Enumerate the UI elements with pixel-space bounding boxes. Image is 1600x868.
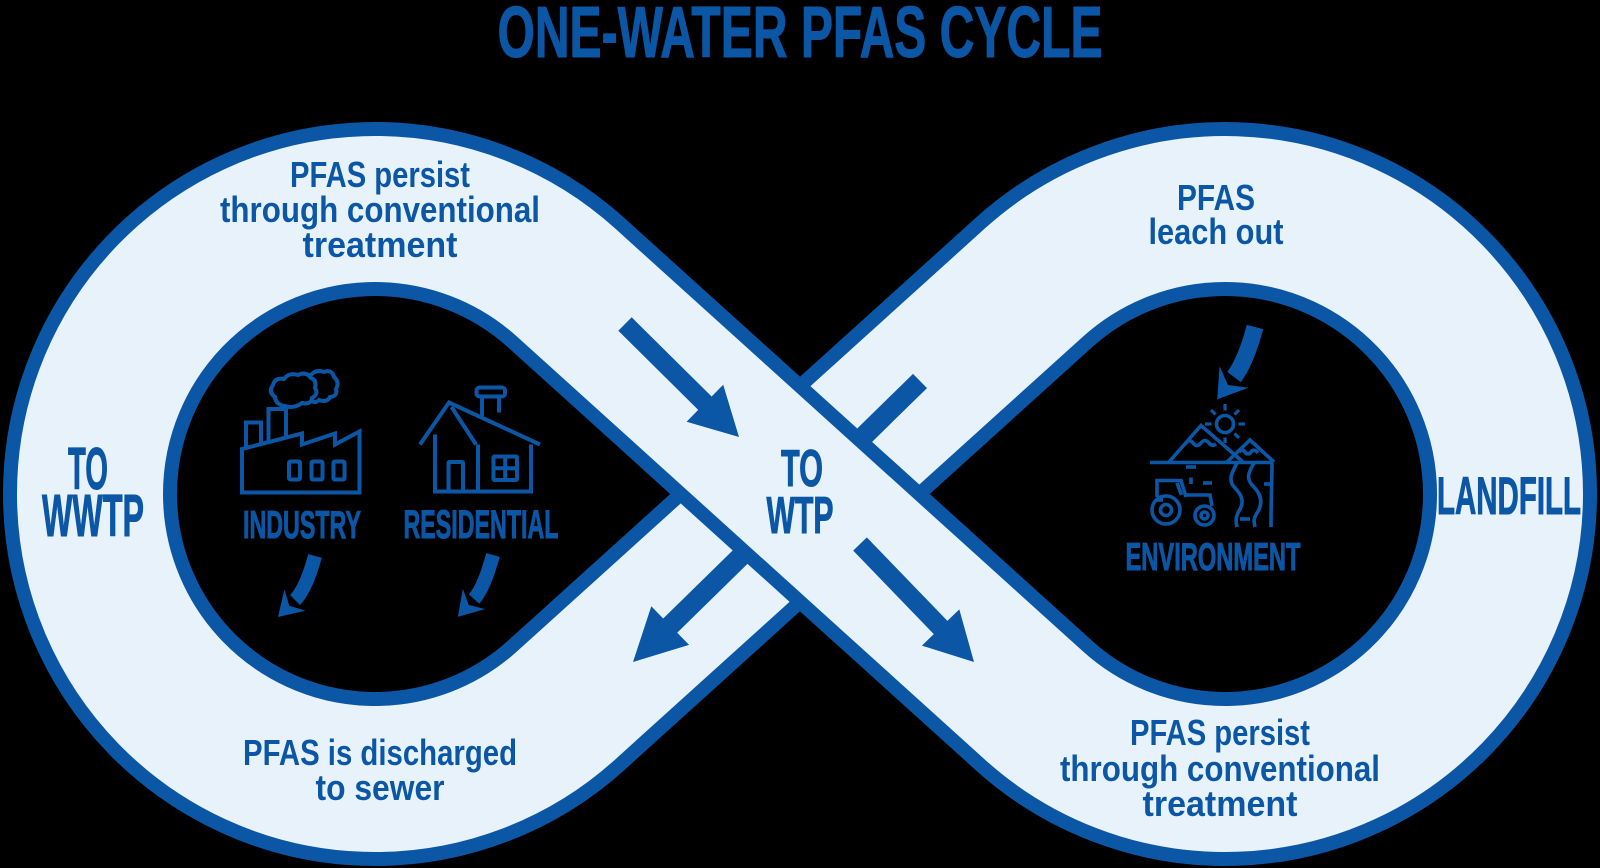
arrow-wtp-to-right-loop (853, 537, 974, 662)
over-strand-fill (640, 345, 970, 645)
to-wtp-line2: WTP (767, 487, 834, 545)
env-sun (1214, 413, 1236, 435)
house-gable (449, 405, 478, 446)
tractor-wheel-small (1193, 504, 1216, 527)
right-top-label: PFAS leach out (1149, 177, 1284, 252)
arrow-industry-head (278, 589, 306, 617)
to-wtp-line1: TO (781, 440, 823, 498)
factory-icon (240, 369, 362, 495)
env-snow-left (1183, 438, 1218, 448)
env-snow-right (1237, 448, 1260, 456)
house-door (446, 460, 465, 494)
right-bottom-line2: through conventional (1060, 748, 1380, 789)
factory-window-1 (287, 459, 302, 482)
left-bottom-line2: to sewer (316, 767, 445, 808)
tractor-windshield (1175, 482, 1184, 496)
arrow-residential-shaft (468, 553, 500, 604)
env-mountain-left (1167, 422, 1245, 464)
arrow-industry-down (278, 554, 322, 617)
house-walls (433, 434, 533, 494)
env-sun-rays (1205, 404, 1245, 443)
landfill-label: LANDFILL (1437, 467, 1581, 526)
tractor-engine (1186, 493, 1214, 507)
house-icon (418, 385, 541, 494)
left-bottom-label: PFAS is discharged to sewer (243, 732, 517, 808)
left-top-line1: PFAS persist (290, 154, 470, 195)
over-strand (640, 345, 970, 645)
infinity-band (3, 122, 1597, 866)
tractor-wheel-big (1150, 494, 1182, 526)
house-chimney-cap (474, 385, 507, 399)
house-window-cross (493, 456, 517, 480)
env-mountain-right (1225, 437, 1276, 464)
house-roof (418, 399, 541, 447)
env-river-left (1229, 462, 1244, 528)
left-top-line2: through conventional (220, 189, 540, 230)
left-top-line3: treatment (303, 224, 458, 265)
right-top-line2: leach out (1149, 211, 1284, 252)
right-top-line1: PFAS (1177, 177, 1255, 218)
smoke-puff-left (268, 371, 319, 409)
right-bottom-line1: PFAS persist (1130, 712, 1310, 753)
arrow-leach-shaft (1227, 324, 1264, 383)
environment-label: ENVIRONMENT (1126, 536, 1301, 579)
house-chimney (480, 397, 501, 416)
residential-label: RESIDENTIAL (404, 503, 559, 547)
env-bank-right (1269, 462, 1274, 528)
industry-label: INDUSTRY (243, 504, 361, 547)
factory-chimney-tall (266, 407, 288, 441)
tractor-cab (1155, 478, 1188, 498)
factory-body (240, 428, 362, 495)
env-tractor (1150, 477, 1216, 527)
arrow-residential-head (457, 588, 486, 617)
factory-chimney-short (244, 420, 263, 447)
sun-ray-ne (1233, 408, 1241, 416)
factory-window-2 (309, 459, 325, 482)
arrow-residential-down (457, 553, 500, 617)
to-wtp-label: TO WTP (766, 440, 834, 546)
right-bottom-label: PFAS persist through conventional treatm… (1060, 712, 1380, 824)
factory-window-3 (331, 459, 347, 482)
factory-smoke (268, 369, 340, 409)
env-river-right (1246, 462, 1263, 528)
arrow-leach-head (1217, 366, 1249, 400)
sun-ray-se (1233, 432, 1241, 440)
to-wwtp-line2: WWTP (42, 483, 144, 549)
right-bottom-line3: treatment (1143, 783, 1298, 824)
arrow-industry-shaft (289, 554, 322, 605)
tractor-hub-big (1158, 502, 1174, 518)
band-fill (17, 136, 1583, 852)
tractor-hub-small (1199, 510, 1210, 521)
page-title: ONE-WATER PFAS CYCLE (498, 0, 1103, 73)
environment-icon (1150, 404, 1276, 528)
arrow-wwtp-to-wtp (618, 317, 739, 437)
to-wwtp-label: TO WWTP (42, 436, 145, 550)
arrow-leach-down (1217, 324, 1264, 400)
left-bottom-line1: PFAS is discharged (243, 732, 517, 773)
to-wwtp-line1: TO (68, 436, 108, 502)
left-top-label: PFAS persist through conventional treatm… (220, 154, 540, 265)
sun-ray-nw (1209, 408, 1217, 416)
